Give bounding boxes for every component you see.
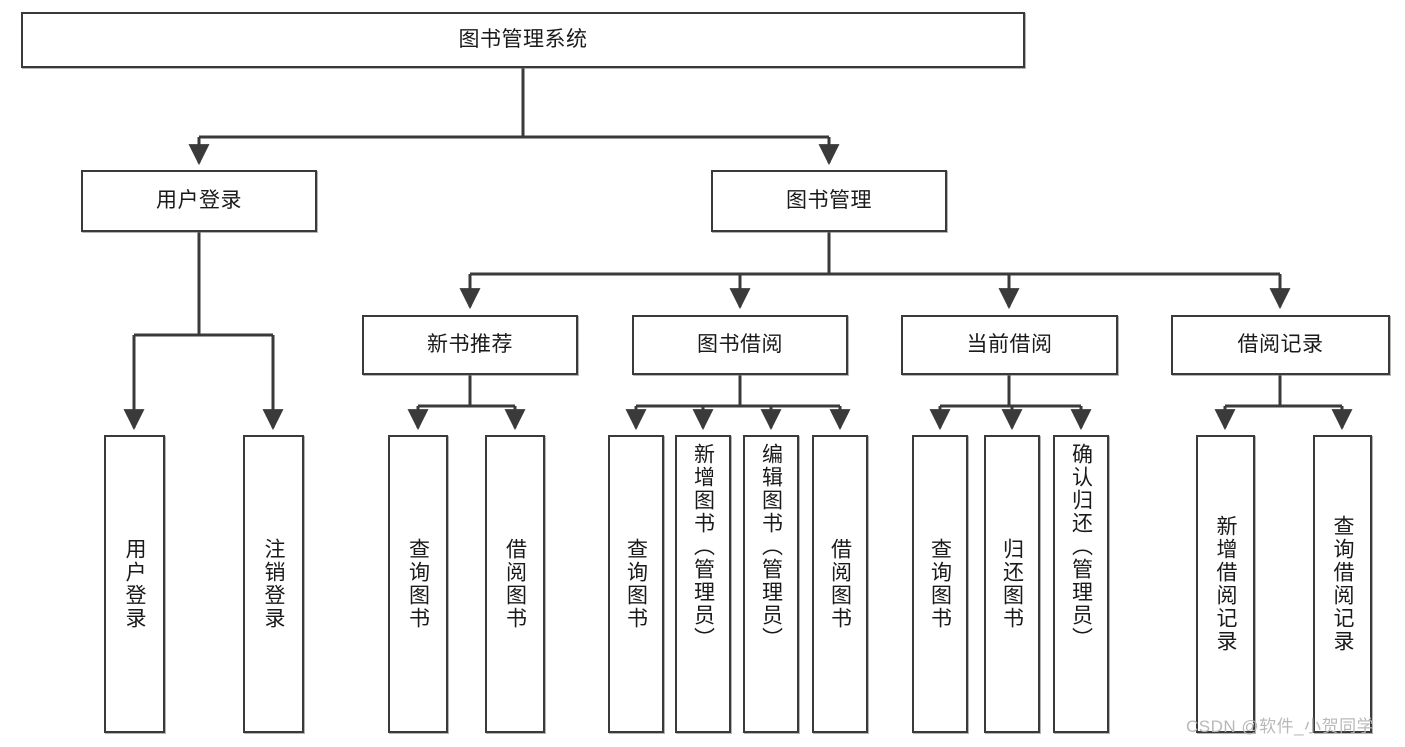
node-book-manage-label: 图书管理 xyxy=(786,188,872,212)
node-book-manage[interactable]: 图书管理 xyxy=(711,170,947,232)
node-leaf-edit-book-label: 编辑图书（管理员） xyxy=(759,443,783,650)
node-leaf-borrow-book-2-label: 借阅图书 xyxy=(828,538,852,630)
node-user-login-label: 用户登录 xyxy=(156,188,242,212)
node-leaf-query-book-1[interactable]: 查询图书 xyxy=(388,435,448,733)
node-current-borrow-label: 当前借阅 xyxy=(966,332,1053,356)
node-leaf-query-book-2[interactable]: 查询图书 xyxy=(608,435,664,733)
node-leaf-confirm-return[interactable]: 确认归还（管理员） xyxy=(1053,435,1109,733)
node-leaf-user-logout-label: 注销登录 xyxy=(262,538,285,630)
node-leaf-user-logout[interactable]: 注销登录 xyxy=(243,435,304,733)
node-borrow-record-label: 借阅记录 xyxy=(1237,332,1324,356)
node-leaf-borrow-book-1-label: 借阅图书 xyxy=(503,538,527,630)
node-leaf-return-book-label: 归还图书 xyxy=(1000,538,1024,630)
node-leaf-add-record[interactable]: 新增借阅记录 xyxy=(1196,435,1255,733)
node-leaf-add-book[interactable]: 新增图书（管理员） xyxy=(675,435,731,733)
node-leaf-edit-book[interactable]: 编辑图书（管理员） xyxy=(743,435,799,733)
node-leaf-borrow-book-1[interactable]: 借阅图书 xyxy=(485,435,545,733)
node-book-borrow-label: 图书借阅 xyxy=(697,332,783,356)
node-leaf-query-book-1-label: 查询图书 xyxy=(406,538,430,630)
node-leaf-add-record-label: 新增借阅记录 xyxy=(1214,515,1237,653)
csdn-watermark: CSDN @软件_小贺同学 xyxy=(1186,717,1375,736)
node-leaf-query-record-label: 查询借阅记录 xyxy=(1331,515,1354,653)
node-leaf-borrow-book-2[interactable]: 借阅图书 xyxy=(812,435,868,733)
node-leaf-user-login-label: 用户登录 xyxy=(123,538,146,630)
node-user-login[interactable]: 用户登录 xyxy=(81,170,317,232)
node-leaf-user-login[interactable]: 用户登录 xyxy=(104,435,165,733)
node-new-book-rec-label: 新书推荐 xyxy=(427,332,513,356)
node-leaf-add-book-label: 新增图书（管理员） xyxy=(691,443,715,650)
node-borrow-record[interactable]: 借阅记录 xyxy=(1171,315,1390,375)
node-leaf-query-book-2-label: 查询图书 xyxy=(624,538,648,630)
node-book-borrow[interactable]: 图书借阅 xyxy=(632,315,848,375)
node-leaf-query-book-3-label: 查询图书 xyxy=(928,538,952,630)
node-new-book-rec[interactable]: 新书推荐 xyxy=(362,315,578,375)
node-current-borrow[interactable]: 当前借阅 xyxy=(901,315,1118,375)
node-root-label: 图书管理系统 xyxy=(458,27,588,51)
node-leaf-query-record[interactable]: 查询借阅记录 xyxy=(1313,435,1372,733)
node-leaf-query-book-3[interactable]: 查询图书 xyxy=(912,435,968,733)
node-leaf-return-book[interactable]: 归还图书 xyxy=(984,435,1040,733)
node-leaf-confirm-return-label: 确认归还（管理员） xyxy=(1069,443,1093,650)
node-root[interactable]: 图书管理系统 xyxy=(21,12,1025,68)
